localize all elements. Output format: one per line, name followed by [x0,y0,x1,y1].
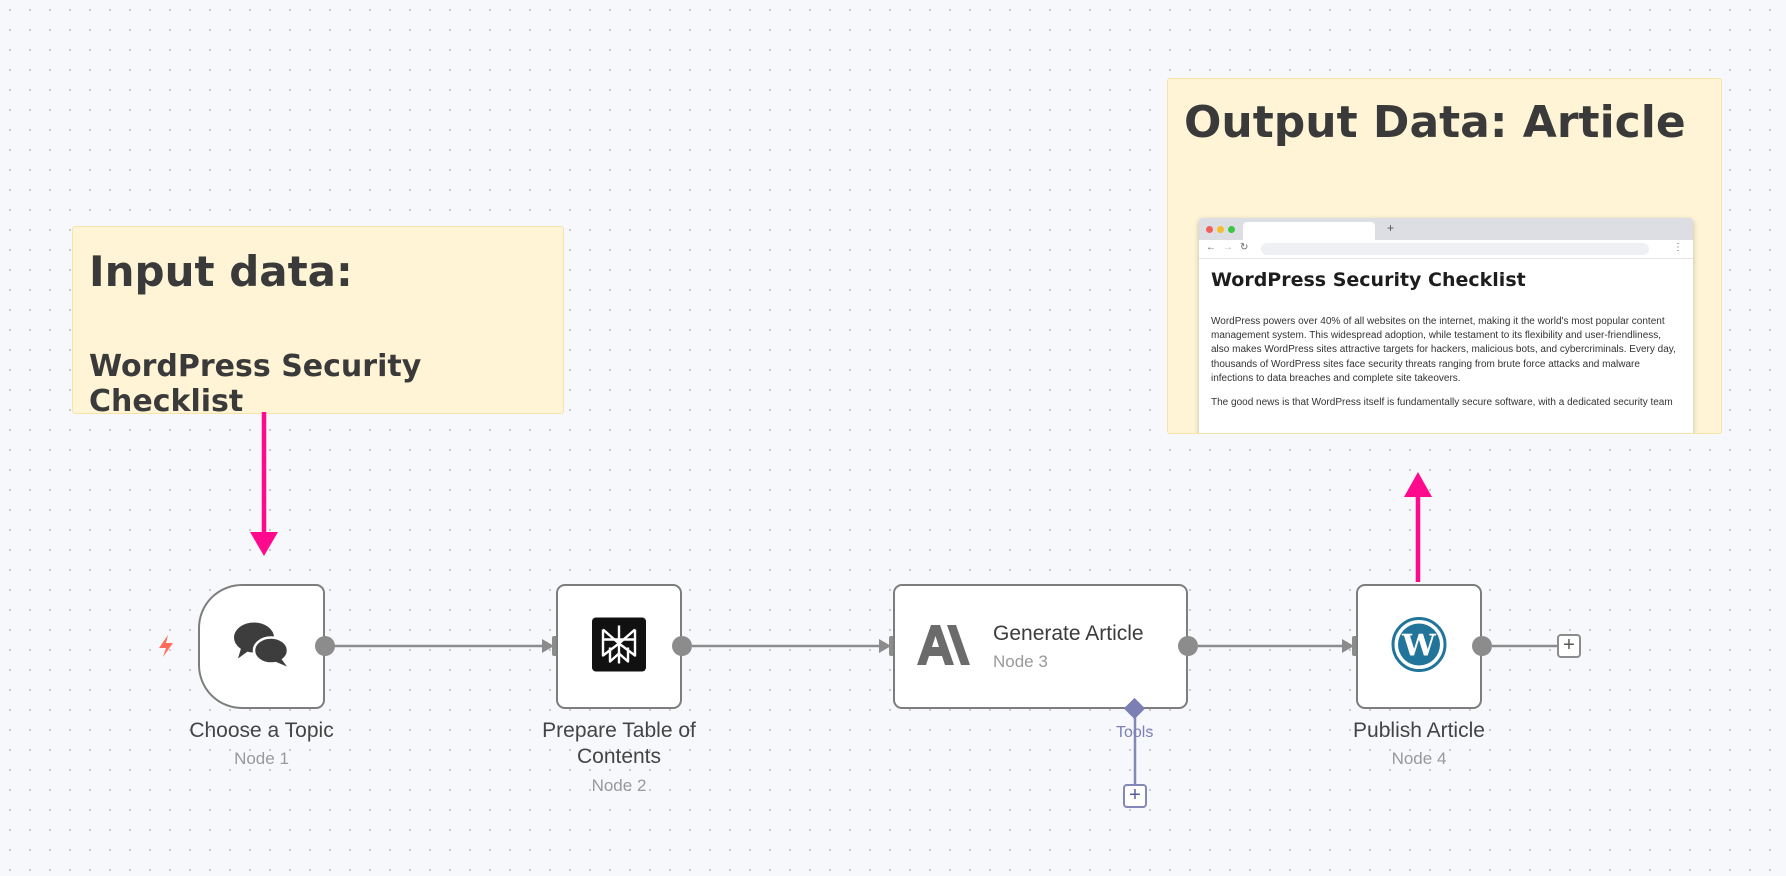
article-preview-screenshot: + ← → ↻ ⋮ WordPress Security Checklist W… [1199,218,1693,433]
node-label: Prepare Table of Contents [542,719,696,768]
new-tab-icon: + [1387,221,1395,235]
minimize-dot-icon [1217,226,1224,233]
output-sticky-note[interactable]: Output Data: Article + ← → ↻ ⋮ WordPress… [1167,78,1722,434]
input-pointer-arrowhead [250,532,278,556]
back-arrow-icon: ← [1206,242,1216,253]
node-sublabel: Node 4 [1391,749,1447,768]
browser-tab-bar: + [1199,218,1693,240]
add-node-button[interactable]: + [1557,634,1581,658]
input-note-topic: WordPress Security Checklist [89,349,422,419]
trigger-bolt-icon [156,634,176,664]
browser-address-bar: ← → ↻ ⋮ [1199,240,1693,259]
input-note-title: Input data: [89,247,353,296]
node-label: Choose a Topic [189,719,334,742]
tools-label: Tools [1116,724,1154,741]
node-label: Publish Article [1353,719,1485,742]
node-publish-article[interactable]: W [1356,584,1482,709]
node-choose-a-topic[interactable] [198,584,325,709]
input-sticky-note[interactable]: Input data: WordPress Security Checklist [72,226,564,419]
forward-arrow-icon: → [1223,242,1233,253]
output-port[interactable] [672,636,692,656]
article-paragraph: WordPress powers over 40% of all website… [1211,316,1676,384]
connection-arrowhead [542,639,554,653]
reload-icon: ↻ [1240,242,1249,253]
output-port[interactable] [1178,636,1198,656]
node-sublabel: Node 3 [993,652,1048,671]
output-port[interactable] [315,636,335,656]
output-port[interactable] [1472,636,1492,656]
node-label: Generate Article [993,622,1144,645]
url-field [1261,243,1649,255]
add-tool-button[interactable]: + [1123,784,1147,808]
wordpress-icon: W [1391,616,1447,677]
output-pointer-arrowhead [1404,472,1432,497]
article-paragraph: The good news is that WordPress itself i… [1211,397,1673,409]
close-dot-icon [1206,226,1213,233]
perplexity-icon [592,617,646,676]
node-prepare-table-of-contents[interactable] [556,584,682,709]
article-title: WordPress Security Checklist [1211,269,1526,291]
maximize-dot-icon [1228,226,1235,233]
node-generate-article[interactable]: Generate Article Node 3 [893,584,1188,709]
connection-arrowhead [879,639,891,653]
node-sublabel: Node 2 [591,776,647,795]
connection-arrowhead [1342,639,1354,653]
svg-text:W: W [1401,628,1437,663]
node-sublabel: Node 1 [234,749,289,768]
browser-tab [1243,222,1375,240]
output-note-title: Output Data: Article [1184,97,1686,148]
anthropic-icon [917,625,973,670]
chat-bubbles-icon [233,620,291,673]
browser-menu-icon: ⋮ [1673,242,1683,253]
